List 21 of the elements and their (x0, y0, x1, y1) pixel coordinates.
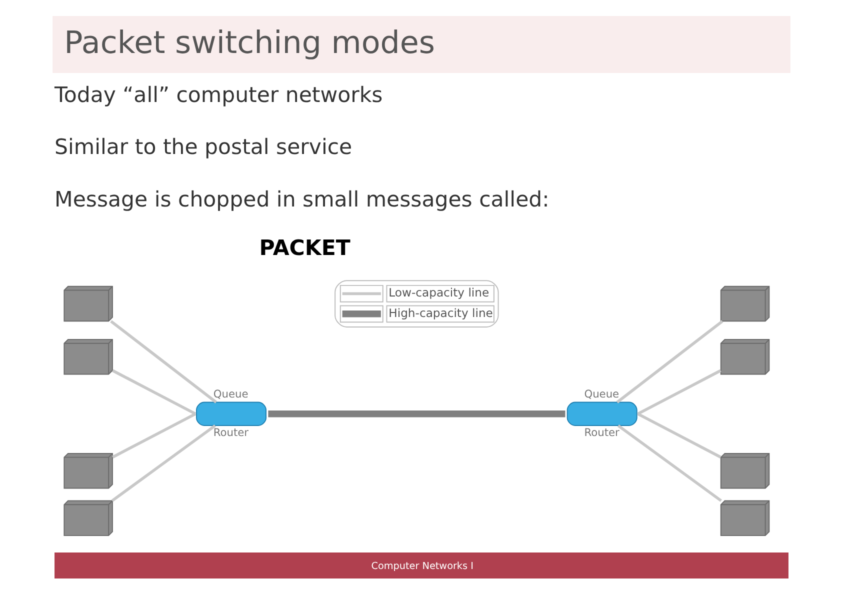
node-label: Router (584, 426, 619, 439)
connector (268, 410, 565, 418)
node-label: Queue (584, 387, 619, 400)
connector (111, 369, 196, 416)
connector (636, 369, 721, 416)
diagram-title: Packet switching modes (64, 24, 434, 61)
legend-label: High-capacity line (388, 306, 492, 320)
label: Today “all” computer networks (54, 83, 382, 108)
label: Similar to the postal service (54, 135, 352, 160)
connector (636, 412, 721, 458)
label: Computer Networks I (370, 560, 473, 572)
legend-label: Low-capacity line (388, 286, 489, 300)
label: Message is chopped in small messages called: (54, 187, 549, 212)
connector (110, 424, 216, 502)
label: PACKET (258, 236, 350, 262)
connector (616, 424, 722, 502)
connector (111, 412, 196, 458)
connector (616, 320, 723, 404)
node-label: Router (212, 426, 248, 439)
connector (110, 320, 217, 404)
node-label: Queue (212, 387, 248, 400)
